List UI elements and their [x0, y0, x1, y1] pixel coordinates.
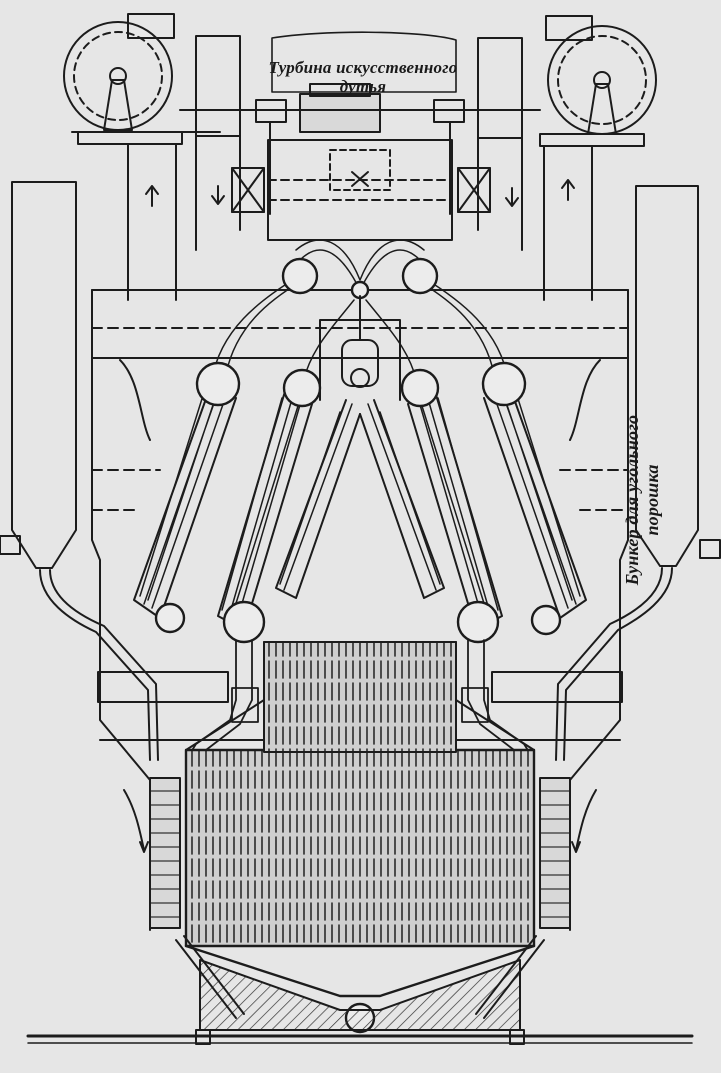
turbine-label-line2: дутья — [339, 77, 387, 96]
bunker-label-line2: порошка — [642, 464, 662, 536]
left-bunker — [0, 181, 159, 761]
steam-drums — [154, 257, 562, 1034]
bunker-label: Бункер для угольного порошка — [622, 370, 662, 630]
bunker-label-line1: Бункер для угольного — [622, 414, 642, 586]
furnace — [123, 641, 597, 1045]
right-tube-bank — [359, 381, 587, 631]
air-ducts — [127, 35, 593, 301]
right-fan — [539, 15, 657, 147]
left-tube-bank — [133, 381, 361, 631]
turbine-label: Турбина искусственного дутья — [268, 58, 458, 96]
blower-turbine — [179, 31, 541, 215]
central-separator — [319, 295, 401, 401]
right-bunker — [555, 185, 721, 761]
turbine-label-line1: Турбина искусственного — [268, 58, 458, 77]
